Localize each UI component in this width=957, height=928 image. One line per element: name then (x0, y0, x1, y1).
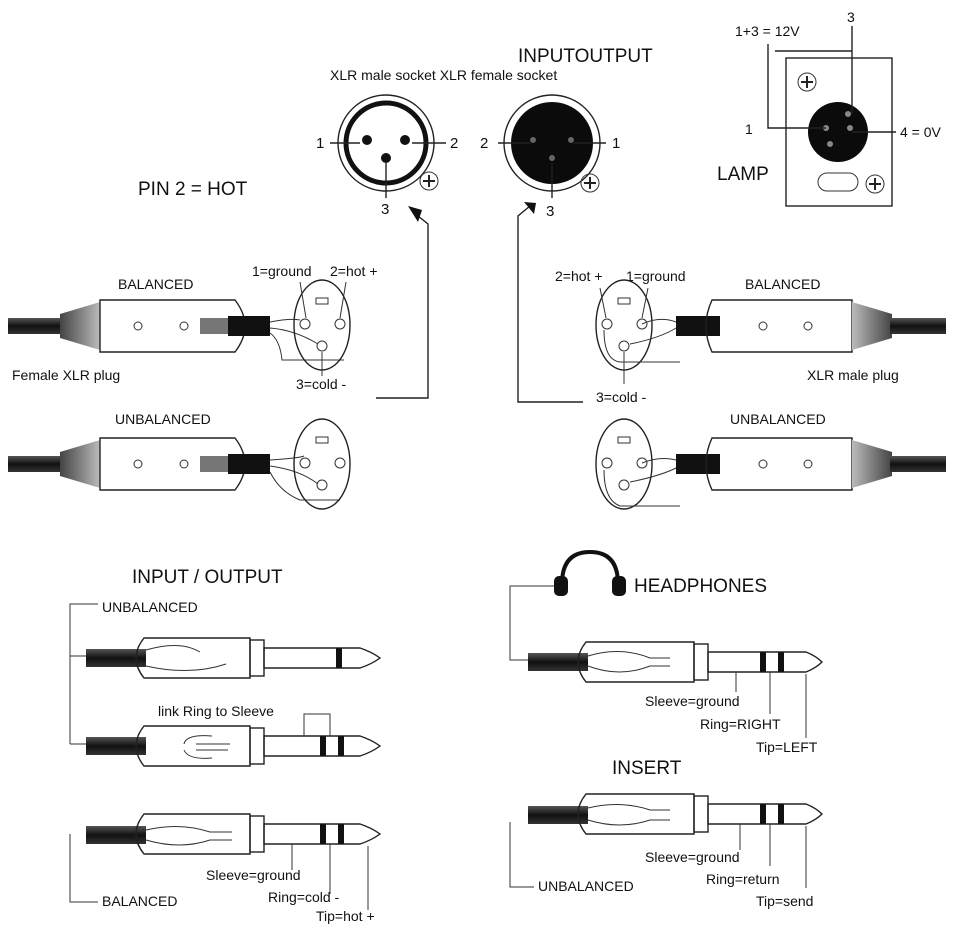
mono-jack-plug (86, 637, 382, 679)
right-ground-label: 1=ground (626, 268, 686, 284)
pin2-hot-label: PIN 2 = HOT (138, 179, 248, 200)
right-balanced-label: BALANCED (745, 276, 820, 292)
male-socket-pin3: 3 (381, 201, 389, 218)
insert-jack-plug (528, 793, 823, 888)
lamp-formula: 1+3 = 12V (735, 23, 800, 39)
female-xlr-plug-label: Female XLR plug (12, 367, 120, 383)
headphones-jack-plug (528, 641, 823, 738)
lamp-socket (767, 26, 896, 207)
input-output-title: INPUTOUTPUT (518, 46, 653, 67)
left-hot-label: 2=hot + (330, 263, 378, 279)
xlr-female-socket (498, 94, 606, 198)
insert-bracket (509, 822, 534, 888)
left-unbalanced-label: UNBALANCED (115, 411, 211, 427)
xlr-male-plug-balanced (595, 279, 946, 384)
female-socket-pin2: 2 (480, 135, 488, 152)
headphones-ring-label: Ring=RIGHT (700, 716, 781, 732)
headphones-sleeve-label: Sleeve=ground (645, 693, 740, 709)
jack-io-unbalanced-label: UNBALANCED (102, 599, 198, 615)
insert-title: INSERT (612, 758, 682, 779)
link-ring-sleeve-label: link Ring to Sleeve (158, 703, 274, 719)
female-xlr-plug-unbalanced (8, 418, 351, 510)
male-socket-pin2: 2 (450, 135, 458, 152)
xlr-male-plug-label: XLR male plug (807, 367, 899, 383)
jack-io-sleeve-label: Sleeve=ground (206, 867, 301, 883)
insert-ring-label: Ring=return (706, 871, 780, 887)
headphones-icon (509, 549, 626, 661)
xlr-male-socket (330, 94, 446, 198)
insert-tip-label: Tip=send (756, 893, 813, 909)
jack-io-bracket-top (69, 603, 98, 745)
jack-io-ring-label: Ring=cold - (268, 889, 340, 905)
insert-unbalanced-label: UNBALANCED (538, 878, 634, 894)
headphones-title: HEADPHONES (634, 576, 767, 597)
insert-sleeve-label: Sleeve=ground (645, 849, 740, 865)
left-ground-label: 1=ground (252, 263, 312, 279)
xlr-male-plug-unbalanced (595, 418, 946, 510)
headphones-tip-label: Tip=LEFT (756, 739, 818, 755)
right-cold-label: 3=cold - (596, 389, 647, 405)
female-socket-pin3: 3 (546, 203, 554, 220)
balanced-stereo-jack-plug (86, 813, 382, 910)
jack-io-bracket-bottom (69, 834, 98, 903)
signal-arrows (376, 202, 583, 403)
right-unbalanced-label: UNBALANCED (730, 411, 826, 427)
female-xlr-plug-balanced (8, 279, 351, 376)
lamp-label: LAMP (717, 164, 769, 185)
socket-caption: XLR male socket XLR female socket (330, 67, 557, 83)
lamp-pin1-label: 1 (745, 121, 753, 137)
jack-io-tip-label: Tip=hot + (316, 908, 375, 924)
male-socket-pin1: 1 (316, 135, 324, 152)
lamp-pin3-label: 3 (847, 9, 855, 25)
female-socket-pin1: 1 (612, 135, 620, 152)
left-cold-label: 3=cold - (296, 376, 347, 392)
linked-stereo-jack-plug (86, 713, 382, 767)
left-balanced-label: BALANCED (118, 276, 193, 292)
jack-io-balanced-label: BALANCED (102, 893, 177, 909)
right-hot-label: 2=hot + (555, 268, 603, 284)
lamp-pin4-label: 4 = 0V (900, 124, 942, 140)
jack-io-title: INPUT / OUTPUT (132, 567, 283, 588)
